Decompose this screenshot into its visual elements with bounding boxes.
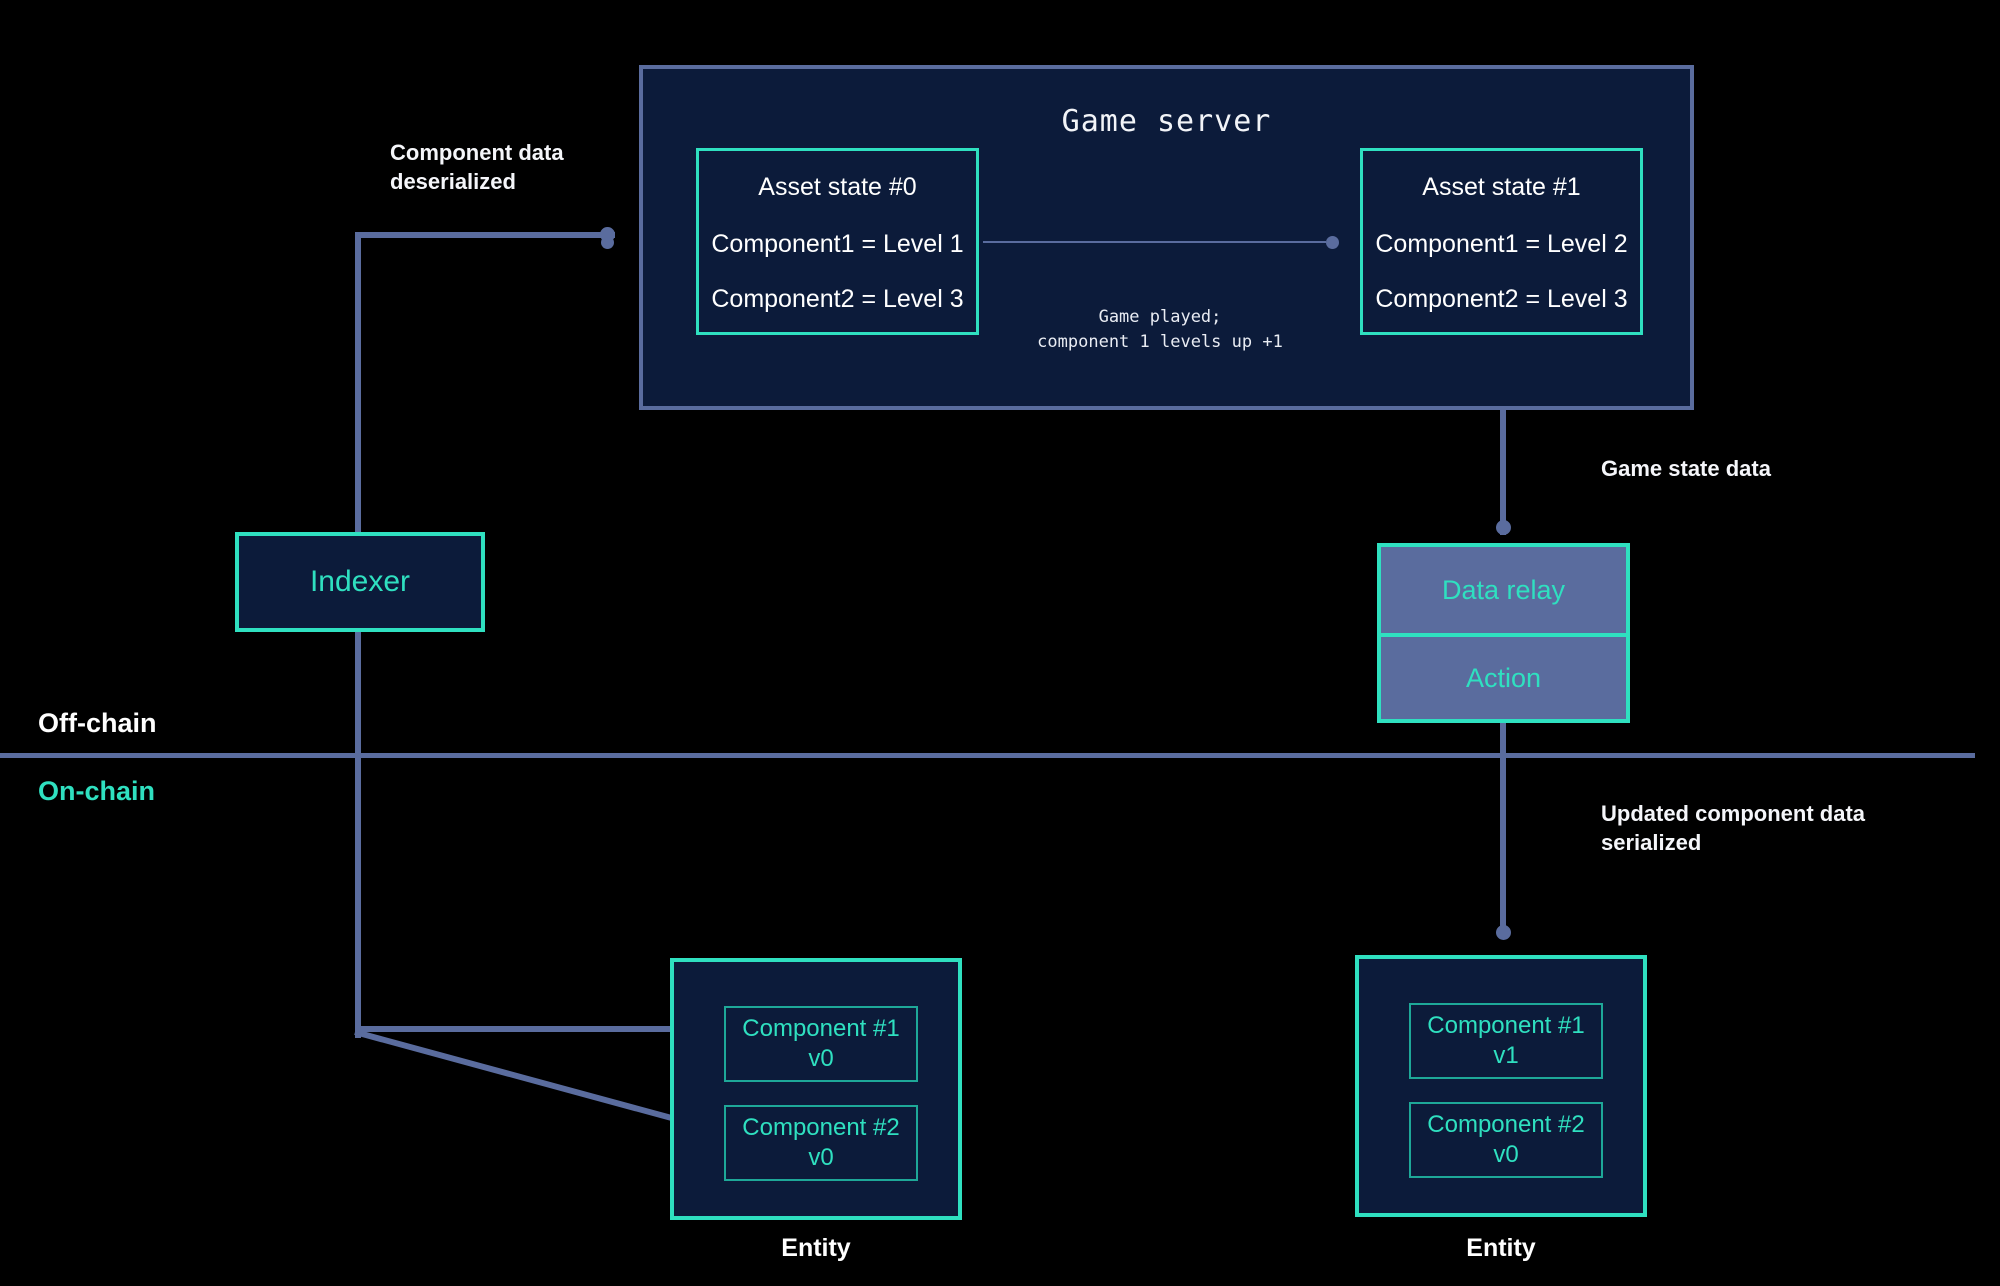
connector-endpoint-dot xyxy=(601,236,614,249)
indexer-label: Indexer xyxy=(309,565,411,598)
component-version: v1 xyxy=(1493,1042,1519,1069)
asset-state-1-box: Asset state #1 Component1 = Level 2 Comp… xyxy=(1360,148,1643,335)
off-chain-label: Off-chain xyxy=(38,708,157,738)
component-name: Component #1 xyxy=(1427,1012,1585,1039)
game-played-annotation: Game played; component 1 levels up +1 xyxy=(1037,307,1283,352)
asset-state-0-title: Asset state #0 xyxy=(758,173,917,201)
entity-box-left: Component #1 v0 Component #2 v0 xyxy=(670,958,962,1220)
asset-state-0-component1: Component1 = Level 1 xyxy=(711,230,964,258)
entity-box-right: Component #1 v1 Component #2 v0 xyxy=(1355,955,1647,1217)
on-chain-label: On-chain xyxy=(38,776,156,806)
component-box-right-1: Component #1 v1 xyxy=(1409,1003,1603,1079)
connector-data-relay-to-entity xyxy=(1500,723,1506,938)
component-name: Component #2 xyxy=(1427,1111,1585,1138)
game-server-title: Game server xyxy=(1061,104,1272,139)
label-game-state-data: Game state data xyxy=(1601,456,1771,481)
connector-endpoint-dot xyxy=(1326,236,1339,249)
asset-state-0-box: Asset state #0 Component1 = Level 1 Comp… xyxy=(696,148,979,335)
label-component-data-deserialized: Component data deserialized xyxy=(390,140,564,194)
component-box-left-2: Component #2 v0 xyxy=(724,1105,918,1181)
game-server-panel: Game server Asset state #0 Component1 = … xyxy=(639,65,1694,410)
entity-caption-right: Entity xyxy=(1466,1234,1536,1262)
label-updated-component-data-serialized: Updated component data serialized xyxy=(1601,801,1866,855)
data-relay-label: Data relay xyxy=(1441,574,1566,605)
component-version: v0 xyxy=(1493,1141,1519,1168)
action-label: Action xyxy=(1381,633,1626,719)
chain-divider-line xyxy=(0,753,1975,758)
connector-indexer-to-game-server-horizontal xyxy=(355,232,615,238)
connector-asset-state-0-to-1 xyxy=(983,241,1326,243)
indexer-box: Indexer xyxy=(235,532,485,632)
connector-endpoint-dot xyxy=(1496,925,1511,940)
component-name: Component #2 xyxy=(742,1114,900,1141)
component-box-left-1: Component #1 v0 xyxy=(724,1006,918,1082)
connector-game-server-to-data-relay xyxy=(1500,410,1506,535)
connector-indexer-to-component1 xyxy=(355,1026,675,1032)
connector-indexer-to-component2 xyxy=(354,1029,684,1125)
data-relay-box: Data relay Action xyxy=(1377,543,1630,723)
asset-state-1-component1: Component1 = Level 2 xyxy=(1375,230,1628,258)
component-box-right-2: Component #2 v0 xyxy=(1409,1102,1603,1178)
asset-state-0-component2: Component2 = Level 3 xyxy=(711,285,964,313)
component-version: v0 xyxy=(808,1144,834,1171)
connector-indexer-trunk-vertical xyxy=(355,232,361,1038)
asset-state-1-component2: Component2 = Level 3 xyxy=(1375,285,1628,313)
connector-endpoint-dot xyxy=(1496,520,1511,535)
asset-state-1-title: Asset state #1 xyxy=(1422,173,1581,201)
entity-caption-left: Entity xyxy=(781,1234,851,1262)
component-name: Component #1 xyxy=(742,1015,900,1042)
component-version: v0 xyxy=(808,1045,834,1072)
